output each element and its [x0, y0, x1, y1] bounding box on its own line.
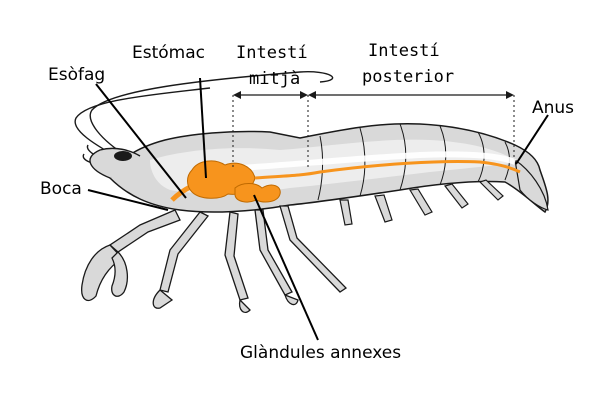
pointer-estomac [199, 77, 207, 179]
glands [234, 183, 281, 203]
label-esofag: Esòfag [48, 65, 105, 85]
swimming-legs [339, 179, 504, 226]
label-intesti-mitja-line2: mitjà [249, 69, 300, 89]
pointer-glandules [253, 194, 319, 341]
eye [114, 151, 132, 161]
label-intesti-posterior-line2: posterior [362, 67, 454, 87]
digestive-system [170, 159, 521, 203]
label-boca: Boca [40, 179, 82, 199]
pointer-esofag [95, 83, 187, 199]
label-intesti-mitja-line1: Intestí [236, 43, 308, 63]
label-intesti-posterior-line1: Intestí [368, 41, 440, 61]
label-anus: Anus [532, 98, 574, 118]
pointer-anus [515, 114, 549, 165]
label-glandules: Glàndules annexes [240, 343, 401, 363]
pointer-lines [87, 77, 549, 341]
shrimp-body [89, 122, 549, 214]
label-estomac: Estómac [132, 43, 205, 63]
walking-legs [81, 205, 348, 314]
intestine [254, 159, 521, 180]
pointer-boca [87, 189, 169, 211]
region-markers [232, 91, 515, 168]
